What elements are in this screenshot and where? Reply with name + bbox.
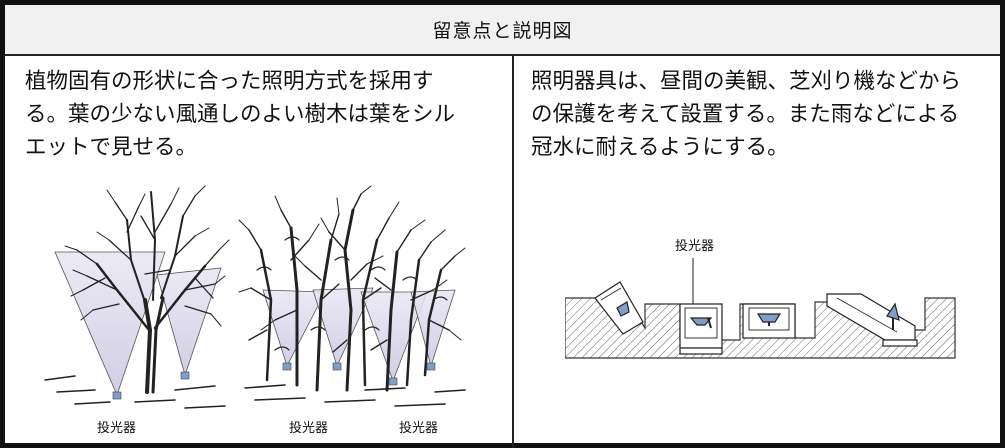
right-line-1: 照明器具は、昼間の美観、芝刈り機などから: [531, 69, 962, 94]
fixture-box-flush: [742, 303, 796, 339]
left-line-2: る。葉の少ない風通しのよい樹木は葉をシル: [25, 102, 456, 127]
column-divider: [512, 56, 514, 448]
floodlight-icon: [388, 377, 398, 386]
fixture-angled-right: [826, 293, 918, 347]
light-beam: [54, 251, 166, 397]
header-title: 留意点と説明図: [432, 20, 573, 42]
ground: [44, 375, 466, 409]
fixture-tilted-left: [594, 281, 644, 335]
floodlight-label-3: 投光器: [399, 420, 438, 436]
right-line-3: 冠水に耐えるようにする。: [531, 135, 789, 160]
tree-1: [64, 185, 230, 394]
floodlight-icon: [282, 362, 292, 371]
right-line-2: の保護を考えて設置する。また雨などによる: [531, 102, 960, 127]
light-beam: [262, 289, 326, 368]
left-line-1: 植物固有の形状に合った照明方式を採用す: [25, 69, 434, 94]
floodlight-label-2: 投光器: [289, 420, 328, 436]
left-description: 植物固有の形状に合った照明方式を採用す る。葉の少ない風通しのよい樹木は葉をシル…: [25, 65, 455, 164]
floodlight-icon: [112, 391, 122, 400]
fixture-box-center: [679, 303, 723, 355]
left-line-3: エットで見せる。: [25, 135, 198, 160]
light-beam: [410, 289, 456, 368]
tree-uplighting-illustration: 投光器 投光器 投光器: [44, 185, 466, 436]
in-ground-fixture-section: 投光器: [565, 238, 956, 359]
floodlight-icon: [332, 362, 342, 371]
floodlight-fixtures: [112, 362, 436, 400]
floodlight-icon: [180, 371, 190, 380]
right-description: 照明器具は、昼間の美観、芝刈り機などから の保護を考えて設置する。また雨などによ…: [531, 65, 961, 164]
floodlight-label-1: 投光器: [97, 420, 136, 436]
table-header: 留意点と説明図: [5, 5, 1000, 56]
fixture-label: 投光器: [675, 238, 714, 254]
floodlight-icon: [426, 362, 436, 371]
light-beam: [156, 267, 222, 377]
light-beam: [312, 287, 374, 368]
tree-group: [238, 185, 466, 392]
